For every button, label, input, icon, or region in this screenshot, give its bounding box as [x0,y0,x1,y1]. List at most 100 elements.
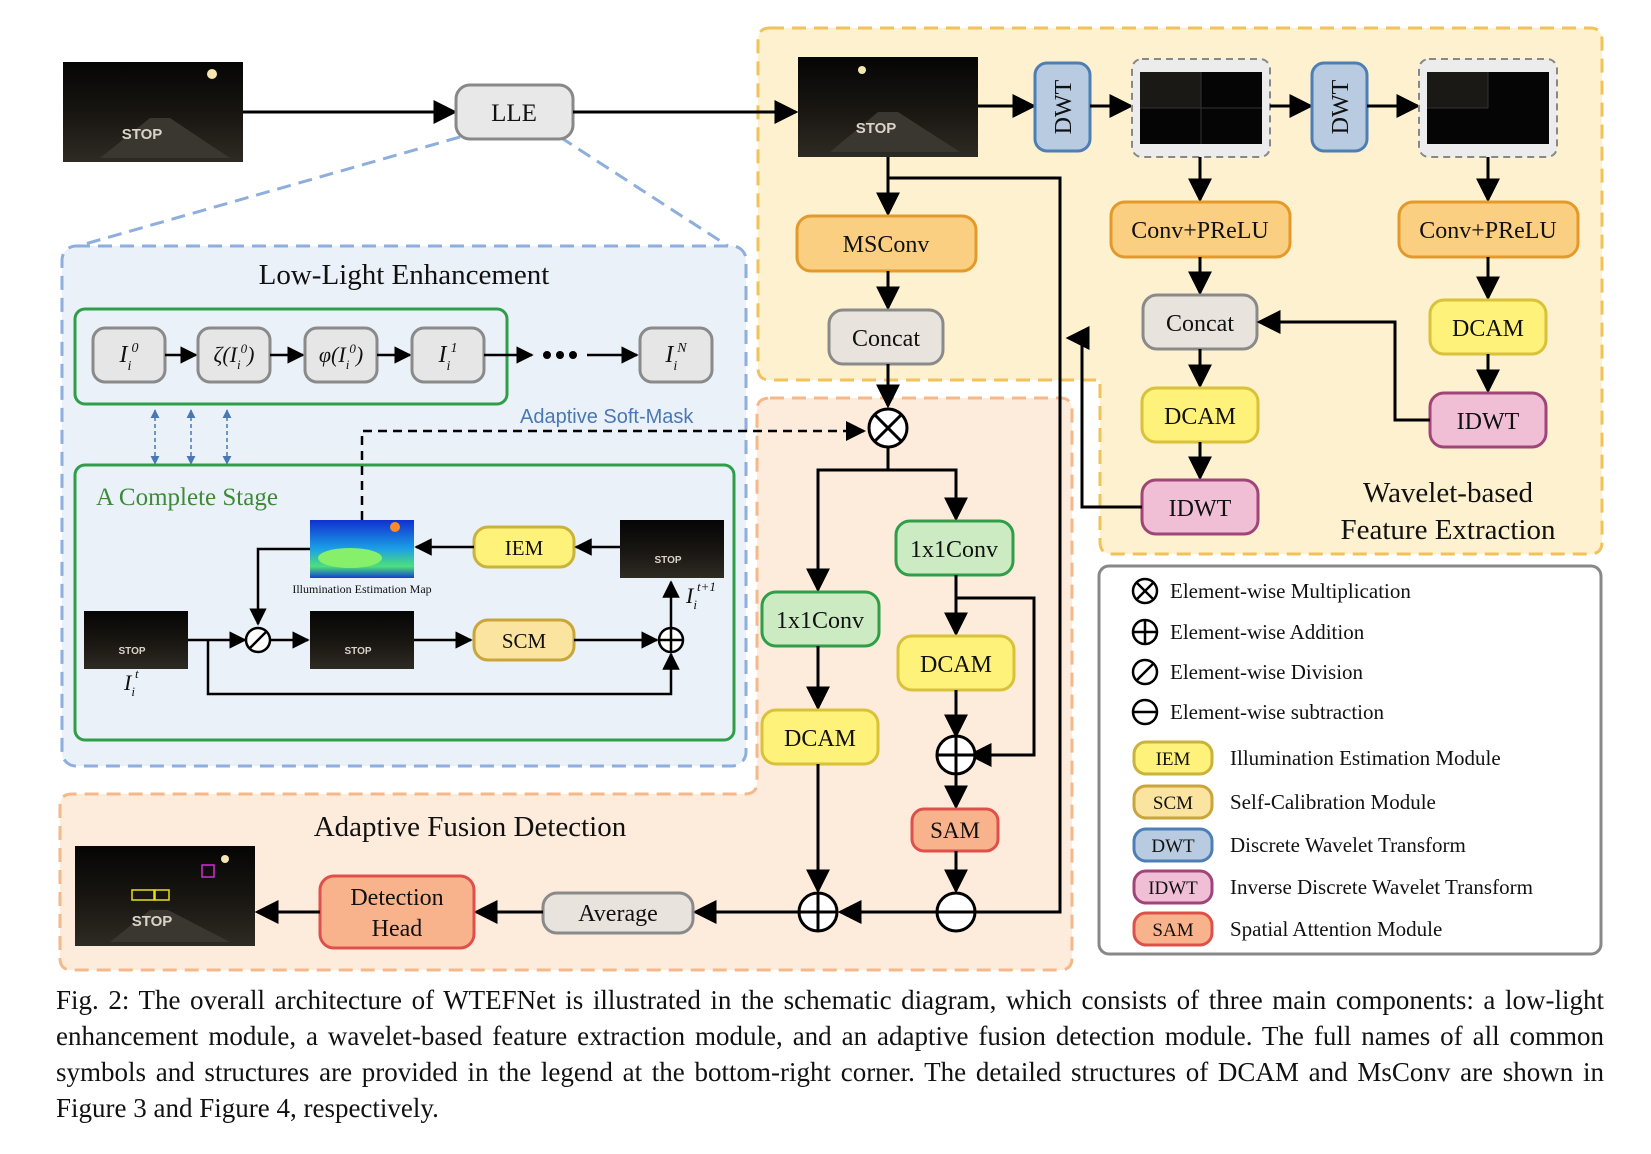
conv-prelu-label-2: Conv+PReLU [1419,218,1557,244]
soft-mask-label: Adaptive Soft-Mask [520,406,694,428]
average-label: Average [578,901,658,927]
legend-add-icon [1131,618,1159,646]
ellipsis-dots [543,351,577,359]
svg-text:STOP: STOP [344,646,371,657]
stage-output-image: STOP [620,520,724,578]
dwt-label-1: DWT [1051,79,1077,134]
legend-sam: SAM Spatial Attention Module [1132,911,1442,947]
svg-text:IiN: IiN [664,341,687,374]
svg-text:Ii0: Ii0 [119,341,139,374]
legend-multiply-icon [1131,577,1159,605]
svg-text:φ(Ii0): φ(Ii0) [319,341,363,372]
complete-stage-box [73,463,736,742]
conv-prelu-label-1: Conv+PReLU [1131,218,1269,244]
average-box: Average [541,891,695,935]
detection-head-box: Detection Head [318,874,476,950]
svg-text:Spatial Attention Module: Spatial Attention Module [1230,917,1442,941]
svg-text:Illumination Estimation Module: Illumination Estimation Module [1230,746,1501,770]
low-light-region [60,135,748,768]
svg-text:IEM: IEM [1156,749,1191,770]
iter-node-n: IiN [638,326,714,384]
dcam-right-label: DCAM [1452,316,1524,342]
dcam-fusion-left-label: DCAM [784,726,856,752]
dcam-right-box: DCAM [1428,298,1548,356]
legend-scm: SCM Self-Calibration Module [1132,784,1436,820]
wavelet-region [756,26,1604,556]
illumination-map [310,520,414,578]
svg-text:Inverse Discrete Wavelet Trans: Inverse Discrete Wavelet Transform [1230,875,1533,899]
detection-output-image: STOP [75,846,255,946]
idwt-mid-label: IDWT [1169,496,1232,522]
dcam-mid-box: DCAM [1140,386,1260,444]
iem-label: IEM [505,536,544,560]
stage-input-image: STOP [84,611,188,669]
scm-label: SCM [502,629,547,653]
input-label: Iit [123,666,139,699]
dwt-box-1: DWT [1033,61,1092,153]
dwt-box-2: DWT [1310,61,1369,153]
svg-text:SAM: SAM [1152,920,1193,941]
svg-text:IDWT: IDWT [1148,878,1198,899]
legend-subtract-text: Element-wise subtraction [1170,700,1385,724]
conv1x1-right-label: 1x1Conv [910,537,998,563]
conv1x1-left-label: 1x1Conv [776,608,864,634]
add-op-right [935,734,977,776]
complete-stage-title: A Complete Stage [96,484,278,511]
idwt-right-label: IDWT [1457,409,1520,435]
output-label: Iit+1 [685,579,716,612]
svg-text:STOP: STOP [132,913,173,930]
svg-text:Discrete Wavelet Transform: Discrete Wavelet Transform [1230,833,1466,857]
detection-head-label-1: Detection [350,885,443,911]
legend-add-text: Element-wise Addition [1170,620,1365,644]
conv1x1-right-box: 1x1Conv [894,519,1015,577]
svg-text:STOP: STOP [122,126,163,143]
svg-text:SCM: SCM [1153,793,1193,814]
svg-text:Ii1: Ii1 [438,341,458,374]
illum-map-caption: Illumination Estimation Map [292,582,431,596]
scm-box: SCM [472,618,576,662]
idwt-right-box: IDWT [1428,391,1548,449]
msconv-box: MSConv [795,214,978,273]
concat-main-box: Concat [827,308,945,366]
dwt-subbands-2 [1418,58,1558,158]
msconv-label: MSConv [843,232,930,258]
iter-node-1: Ii1 [410,326,486,384]
legend-dwt: DWT Discrete Wavelet Transform [1132,827,1466,863]
stage-mid-image: STOP [310,611,414,669]
conv1x1-left-box: 1x1Conv [760,590,881,648]
enhanced-image: STOP [798,57,978,157]
concat-mid-label: Concat [1166,311,1234,337]
conv-prelu-box-2: Conv+PReLU [1397,200,1580,259]
concat-mid-box: Concat [1141,293,1259,351]
svg-text:DWT: DWT [1151,836,1195,857]
fusion-title: Adaptive Fusion Detection [314,811,627,843]
dwt-subbands-1 [1131,58,1271,158]
svg-text:ζ(Ii0): ζ(Ii0) [213,341,254,372]
legend-iem: IEM Illumination Estimation Module [1132,740,1501,776]
iter-node-phi: φ(Ii0) [303,326,379,384]
legend-divide-text: Element-wise Division [1170,660,1364,684]
detection-head-label-2: Head [372,916,423,942]
conv-prelu-box-1: Conv+PReLU [1109,200,1292,259]
dcam-fusion-right-label: DCAM [920,652,992,678]
multiply-op [867,407,909,449]
legend: Element-wise Multiplication Element-wise… [1097,564,1603,956]
svg-text:STOP: STOP [654,555,681,566]
concat-main-label: Concat [852,326,920,352]
legend-divide-icon [1131,658,1159,686]
legend-idwt: IDWT Inverse Discrete Wavelet Transform [1132,869,1533,905]
wavelet-title-line1: Wavelet-based [1363,477,1533,509]
dwt-label-2: DWT [1328,79,1354,134]
sam-box: SAM [910,807,1000,853]
iteration-box [73,307,509,406]
idwt-mid-box: IDWT [1140,478,1260,536]
add-op-left [797,891,839,933]
lle-label: LLE [491,100,537,127]
input-image: STOP [63,62,243,162]
sam-label: SAM [930,818,980,843]
add-op-stage [657,626,685,654]
iter-node-zeta: ζ(Ii0) [196,326,272,384]
svg-text:STOP: STOP [856,120,897,137]
dcam-fusion-left-box: DCAM [760,708,880,766]
